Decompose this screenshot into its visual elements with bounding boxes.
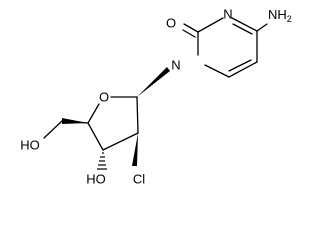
atom-nitrogen-ring-top: N — [223, 6, 232, 21]
bond-n3-c4-double — [232, 23, 253, 35]
bond-c2-n3 — [197, 17, 224, 33]
bond-c2-o-double — [182, 29, 196, 38]
bond-c4-nh2 — [256, 23, 268, 32]
pyrimidine-ring — [182, 17, 268, 78]
bond-n3-c4 — [231, 17, 258, 32]
hash-c3-oh — [97, 152, 107, 170]
atom-hydroxyl-primary: HO — [20, 137, 40, 152]
bond-o-c4 — [87, 103, 100, 124]
bond-c6-n1 — [204, 64, 230, 78]
chemical-structure: O N NH2 N O HO HO Cl — [20, 6, 292, 186]
bond-c2-o — [183, 23, 199, 33]
atom-oxygen-carbonyl: O — [166, 15, 176, 30]
bond-c3-c2 — [102, 132, 139, 151]
atom-nitrogen-ring-glycosidic: N — [171, 57, 180, 72]
atom-nitrogen-amine: NH2 — [268, 7, 292, 24]
wedge-c1-n1 — [137, 67, 170, 97]
wedge-c2-cl — [132, 133, 138, 166]
bond-c4-c3 — [87, 122, 104, 151]
bond-c5-c6-double — [228, 59, 252, 72]
bond-c1-c2 — [136, 96, 139, 134]
furanose-ring — [43, 96, 139, 151]
atom-chlorine: Cl — [133, 171, 145, 186]
bond-c5-c6 — [228, 61, 258, 78]
wedge-c4-c5prime — [62, 118, 88, 124]
bond-c5prime-oh — [43, 120, 63, 139]
amine-subscript-label: 2 — [287, 14, 292, 24]
atom-hydroxyl-secondary: HO — [86, 171, 106, 186]
amine-main-label: NH — [268, 7, 287, 22]
atom-oxygen-furanose: O — [99, 89, 109, 104]
